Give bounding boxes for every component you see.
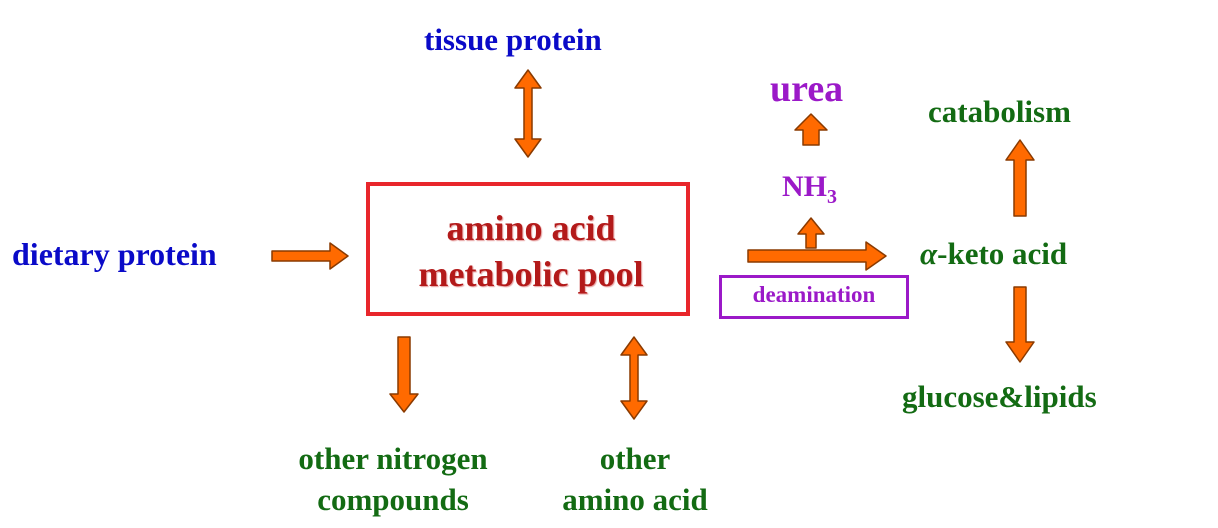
other-nitrogen-label: other nitrogen compounds	[278, 438, 508, 520]
arrow-keto-to-glucose	[1005, 286, 1035, 363]
arrow-pool-tissue	[514, 69, 542, 158]
arrow-to-nh3	[797, 217, 825, 249]
pool-label-line1: amino acid	[446, 208, 616, 248]
other-nitrogen-line1: other nitrogen	[298, 441, 488, 476]
deamination-label: deamination	[752, 282, 876, 307]
tissue-protein-label: tissue protein	[424, 22, 602, 57]
other-amino-line2: amino acid	[562, 482, 708, 517]
other-amino-acid-label: other amino acid	[540, 438, 730, 520]
nh3-label: NH3	[782, 170, 837, 208]
keto-rest: -keto acid	[937, 236, 1068, 271]
glucose-lipids-label: glucose&lipids	[902, 379, 1097, 414]
nh3-subscript: 3	[827, 186, 837, 208]
arrow-dietary-to-pool	[271, 242, 349, 270]
other-nitrogen-line2: compounds	[317, 482, 469, 517]
keto-alpha: α	[920, 236, 938, 271]
arrow-pool-to-keto	[747, 241, 887, 271]
other-amino-line1: other	[599, 441, 671, 476]
urea-label: urea	[770, 68, 844, 110]
nh3-base: NH	[782, 170, 827, 203]
arrow-pool-to-nitrogen	[389, 336, 419, 413]
metabolic-pool-box	[366, 182, 690, 316]
catabolism-label: catabolism	[928, 94, 1071, 129]
pool-label-line2: metabolic pool	[418, 254, 644, 294]
deamination-box	[719, 275, 909, 319]
arrow-nh3-to-urea	[794, 113, 828, 146]
dietary-protein-label: dietary protein	[12, 236, 217, 272]
arrow-keto-to-catabolism	[1005, 139, 1035, 217]
metabolic-pool-label: amino acid metabolic pool	[366, 205, 696, 297]
keto-acid-label: α-keto acid	[920, 238, 1067, 269]
arrow-pool-other-amino	[620, 336, 648, 420]
